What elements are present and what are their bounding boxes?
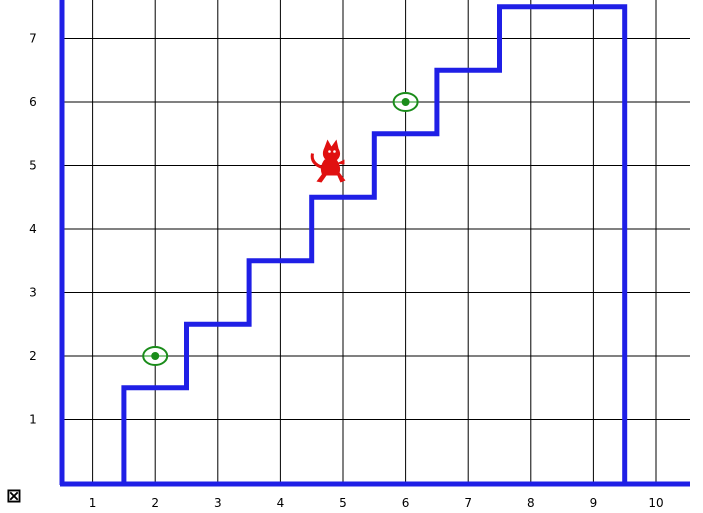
y-tick-label: 6 [29,95,37,109]
cat-sprite-icon[interactable] [310,139,346,183]
y-tick-label: 7 [29,32,37,46]
x-tick-label: 8 [527,496,535,510]
cat-head [322,139,341,161]
x-tick-label: 7 [464,496,472,510]
x-tick-label: 9 [590,496,598,510]
staircase-wall [121,4,628,483]
x-tick-label: 6 [402,496,410,510]
cat-tail [310,153,324,169]
y-tick-label: 2 [29,349,37,363]
cat-leg-right [336,172,346,183]
cat-body [320,159,341,176]
target-2-center [401,98,410,106]
target-1-center [151,352,160,360]
x-box-icon[interactable]: ⊠ [6,485,22,507]
y-tick-label: 3 [29,286,37,300]
x-tick-label: 4 [277,496,285,510]
y-tick-label: 4 [29,222,37,236]
cat-eye-left [328,150,331,153]
cat-leg-left [316,173,327,183]
cat-eye-right [333,150,336,153]
x-tick-label: 3 [214,496,222,510]
x-tick-label: 10 [648,496,663,510]
x-tick-label: 1 [89,496,97,510]
y-tick-label: 1 [29,413,37,427]
x-tick-label: 2 [151,496,159,510]
y-tick-label: 5 [29,159,37,173]
cat-arm [336,159,345,165]
x-tick-label: 5 [339,496,347,510]
